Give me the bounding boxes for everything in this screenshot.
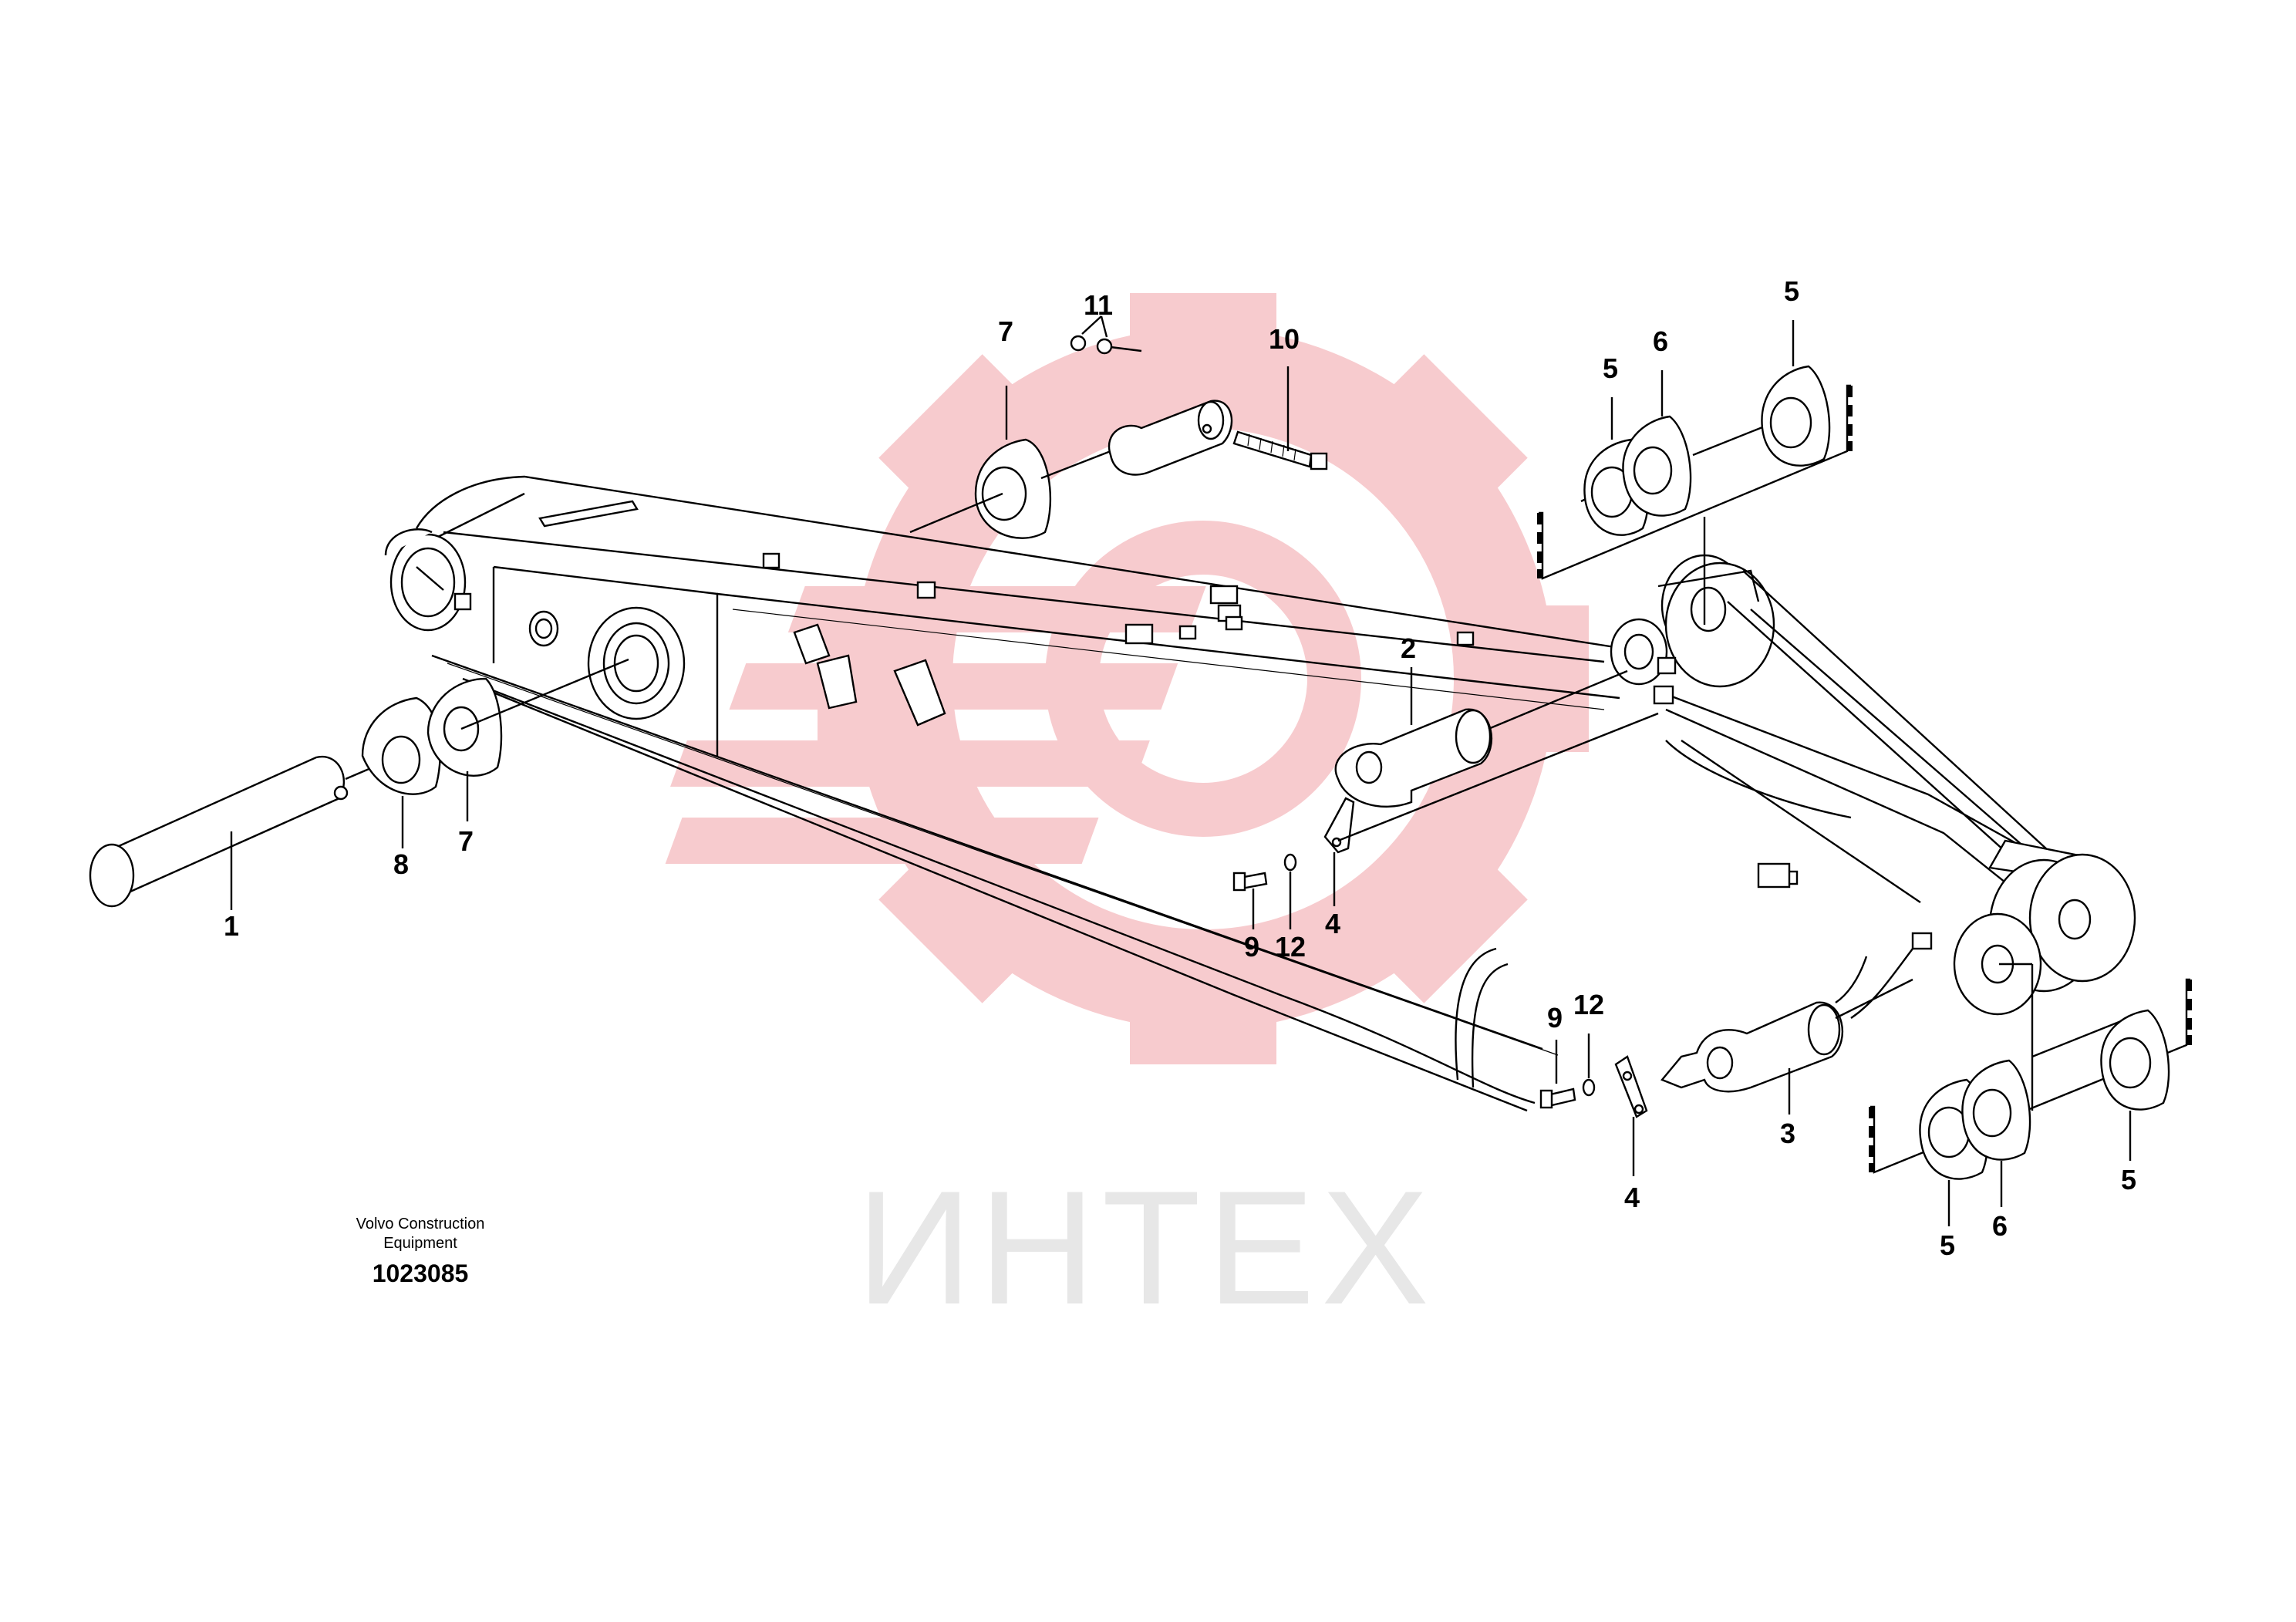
leader-line-11a — [1081, 315, 1102, 335]
manufacturer-line-1: Volvo Construction — [356, 1216, 485, 1233]
boom-arm — [384, 475, 2136, 1112]
connector-line-7-upper-b — [1040, 450, 1111, 480]
callout-8: 8 — [393, 848, 409, 880]
connector-line-4-upper — [1337, 712, 1659, 842]
callout-6-upper: 6 — [1653, 325, 1668, 357]
callout-12-upper: 12 — [1275, 931, 1306, 963]
part-6-shim-lower — [1961, 1059, 2031, 1161]
part-3-pin — [1660, 1001, 1843, 1093]
callout-7-lower: 7 — [458, 825, 474, 857]
connector-line-3 — [1835, 978, 1913, 1020]
connector-line-2 — [1488, 669, 1628, 730]
drawing-number: 1023085 — [372, 1259, 469, 1287]
part-12-washer-upper — [1283, 853, 1297, 872]
callout-6-lower: 6 — [1992, 1210, 2008, 1242]
callout-7-upper: 7 — [998, 315, 1013, 347]
part-5-shim-upper-b — [1761, 365, 1831, 467]
part-9-bolt-lower — [1539, 1088, 1576, 1109]
part-7-washer-upper — [974, 438, 1052, 539]
part-4-lock-plate-lower — [1614, 1055, 1648, 1118]
callout-2: 2 — [1401, 632, 1416, 664]
part-upper-pin — [1108, 400, 1233, 476]
callout-11: 11 — [1084, 289, 1113, 321]
part-1-pin — [89, 755, 379, 908]
callout-4-lower: 4 — [1624, 1182, 1640, 1213]
callout-5-upper-b: 5 — [1784, 275, 1799, 307]
callout-4-upper: 4 — [1325, 908, 1340, 939]
part-10-bolt — [1232, 430, 1328, 470]
connector-line-7-lower — [460, 658, 629, 730]
part-6-shim-upper — [1622, 415, 1692, 517]
leader-line-11b — [1100, 315, 1108, 338]
callout-9-upper: 9 — [1244, 931, 1259, 963]
callout-5-upper-a: 5 — [1603, 352, 1618, 384]
part-9-bolt-upper — [1232, 872, 1268, 892]
shim-pack-lower — [1869, 963, 2192, 1174]
callout-5-lower-b: 5 — [2121, 1164, 2136, 1195]
part-2-pin — [1334, 708, 1492, 808]
part-4-lock-plate-upper — [1323, 797, 1355, 854]
shim-pack-upper — [1537, 384, 1853, 625]
part-5-shim-lower-b — [2100, 1009, 2170, 1111]
callout-1: 1 — [224, 910, 239, 942]
watermark-gear-logo: ИНТЕХ — [665, 293, 1589, 1338]
part-8-washer — [361, 696, 441, 795]
part-11-nuts — [1070, 335, 1142, 355]
connector-line-7-upper — [909, 492, 1003, 534]
callout-10: 10 — [1269, 323, 1300, 355]
callout-9-lower: 9 — [1547, 1002, 1563, 1034]
watermark-text: ИНТЕХ — [856, 1157, 1435, 1338]
callout-12-lower: 12 — [1573, 989, 1604, 1020]
manufacturer-line-2: Equipment — [383, 1235, 457, 1252]
callout-3: 3 — [1780, 1118, 1795, 1149]
drawing-caption: Volvo Construction Equipment 1023085 — [293, 1215, 548, 1288]
callout-5-lower-a: 5 — [1940, 1229, 1955, 1261]
part-12-washer-lower — [1582, 1078, 1596, 1097]
